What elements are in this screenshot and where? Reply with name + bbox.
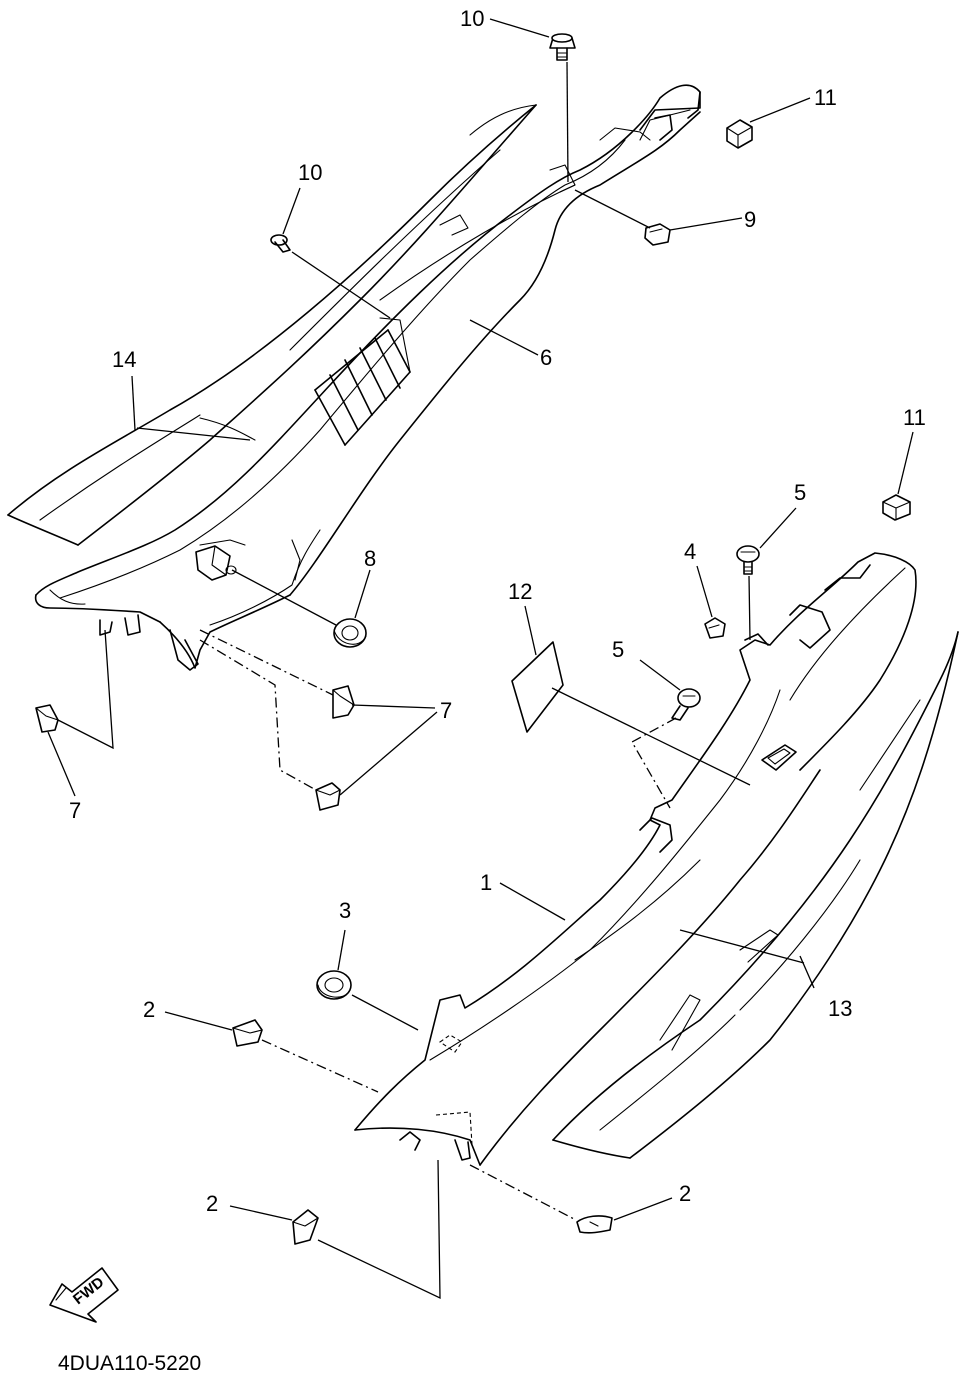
callout-2-right: 2 — [679, 1181, 691, 1206]
callout-10-left: 10 — [298, 160, 322, 185]
grommet-part-8 — [333, 618, 367, 648]
clip-part-2-bottom — [292, 1209, 319, 1245]
grommet-part-3 — [316, 970, 352, 1000]
callout-8: 8 — [364, 546, 376, 571]
callout-3: 3 — [339, 898, 351, 923]
callout-2-bottom: 2 — [206, 1191, 218, 1216]
clip-part-2-left — [232, 1019, 263, 1047]
clip-part-7-left — [35, 704, 59, 733]
callout-9: 9 — [744, 207, 756, 232]
callout-7-left: 7 — [69, 798, 81, 823]
callout-7-right: 7 — [440, 698, 452, 723]
callout-4: 4 — [684, 539, 696, 564]
reference-code: 4DUA110-5220 — [58, 1352, 201, 1375]
callout-14: 14 — [112, 347, 136, 372]
clip-part-7-upper — [332, 685, 355, 719]
callout-1: 1 — [480, 870, 492, 895]
clip-part-2-right — [576, 1215, 613, 1234]
cap-part-11-top — [726, 119, 753, 149]
clip-part-7-lower — [315, 782, 341, 811]
side-cover-part-1 — [354, 552, 917, 1166]
cap-part-11-mid — [882, 494, 911, 521]
side-cover-part-14 — [7, 104, 537, 546]
nut-part-4 — [704, 617, 726, 639]
callout-12: 12 — [508, 579, 532, 604]
nut-part-9 — [644, 223, 671, 246]
screw-part-10-top — [549, 33, 576, 61]
callout-2-left: 2 — [143, 997, 155, 1022]
screw-part-5-top — [736, 545, 760, 575]
callout-6: 6 — [540, 345, 552, 370]
side-cover-part-13 — [552, 631, 959, 1159]
callout-10-top: 10 — [460, 6, 484, 31]
callout-11-top: 11 — [814, 85, 837, 110]
forward-arrow-icon: FWD — [49, 1267, 119, 1323]
screw-part-10-left — [270, 234, 291, 253]
callout-13: 13 — [828, 996, 852, 1021]
callout-5-mid: 5 — [612, 637, 624, 662]
screw-part-5-mid — [671, 688, 701, 721]
callout-11-mid: 11 — [903, 405, 926, 430]
bracket-near-part-8 — [195, 545, 237, 581]
label-part-12 — [511, 641, 564, 733]
rear-cowling-part-6 — [34, 84, 701, 671]
callout-5-top: 5 — [794, 480, 806, 505]
